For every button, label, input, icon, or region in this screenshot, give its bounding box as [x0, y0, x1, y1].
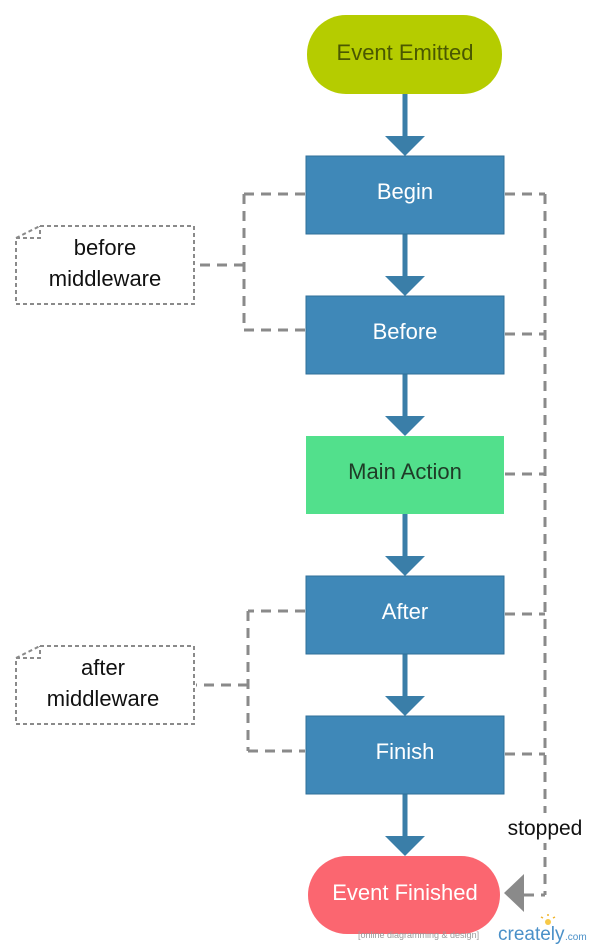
node-event-finished-label: Event Finished — [332, 880, 478, 905]
arrowhead-begin — [385, 136, 425, 156]
node-finish: Finish — [305, 715, 505, 795]
watermark-tagline: [online diagramming & design] — [358, 930, 479, 940]
watermark-domain: .com — [565, 932, 587, 943]
note-before-middleware: before middleware — [15, 225, 195, 305]
note-after-line1: after — [81, 655, 125, 680]
before-middleware-bracket — [196, 192, 305, 332]
flow-connectors — [385, 94, 425, 856]
note-after-line2: middleware — [47, 686, 160, 711]
node-event-finished: Event Finished — [308, 856, 500, 934]
bulb-icon — [540, 914, 556, 925]
stopped-label: stopped — [508, 817, 583, 840]
node-begin: Begin — [305, 155, 505, 235]
stopped-connectors — [505, 192, 547, 897]
arrowhead-main-action — [385, 416, 425, 436]
node-after-label: After — [382, 599, 428, 624]
note-after-middleware: after middleware — [15, 645, 195, 725]
watermark-brand: creately — [498, 924, 565, 945]
stopped-label-bg — [498, 813, 592, 843]
node-begin-label: Begin — [377, 179, 433, 204]
stopped-arrowhead — [504, 874, 524, 912]
after-middleware-bracket — [196, 609, 305, 753]
arrowhead-event-finished — [385, 836, 425, 856]
node-before: Before — [305, 295, 505, 375]
arrowhead-finish — [385, 696, 425, 716]
watermark: [online diagramming & design] creately .… — [358, 914, 587, 945]
node-event-emitted: Event Emitted — [307, 15, 502, 94]
node-main-action: Main Action — [306, 436, 504, 514]
arrowhead-before — [385, 276, 425, 296]
node-after: After — [305, 575, 505, 655]
node-finish-label: Finish — [376, 739, 435, 764]
node-before-label: Before — [373, 319, 438, 344]
node-main-action-label: Main Action — [348, 459, 462, 484]
note-before-line1: before — [74, 235, 136, 260]
arrowhead-after — [385, 556, 425, 576]
note-before-line2: middleware — [49, 266, 162, 291]
node-event-emitted-label: Event Emitted — [337, 40, 474, 65]
